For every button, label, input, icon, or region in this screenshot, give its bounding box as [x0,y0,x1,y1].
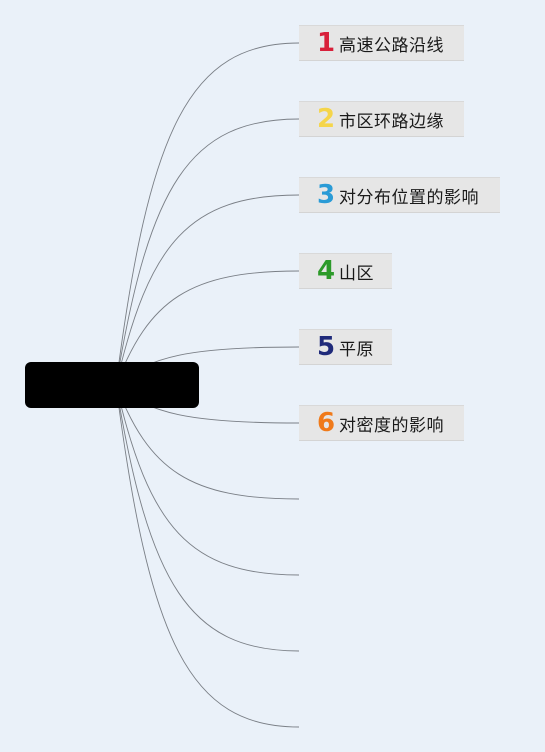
branch-label-1: 高速公路沿线 [339,35,444,56]
branch-node-1[interactable]: 1 高速公路沿线 [299,25,464,61]
branch-node-5[interactable]: 5 平原 [299,329,392,365]
connector-branch-4 [115,270,300,386]
root-topic-redacted[interactable] [25,362,199,408]
branch-label-6: 对密度的影响 [339,415,444,436]
number-6-icon: 6 [317,408,336,438]
branch-node-3[interactable]: 3 对分布位置的影响 [299,177,500,213]
number-3-icon: 3 [317,180,336,210]
connector-branch-1 [115,42,300,386]
branch-label-5: 平原 [339,339,374,360]
number-2-icon: 2 [317,104,336,134]
connector-branch-2 [115,118,300,386]
connector-empty-10 [115,384,300,728]
branch-label-3: 对分布位置的影响 [339,187,479,208]
number-1-icon: 1 [317,28,336,58]
connector-empty-8 [115,384,300,576]
branch-node-2[interactable]: 2 市区环路边缘 [299,101,464,137]
connector-empty-9 [115,384,300,652]
branch-label-2: 市区环路边缘 [339,111,444,132]
branch-label-4: 山区 [339,263,374,284]
number-5-icon: 5 [317,332,336,362]
branch-node-4[interactable]: 4 山区 [299,253,392,289]
connector-branch-3 [115,194,300,386]
connector-empty-7 [115,384,300,500]
number-4-icon: 4 [317,256,336,286]
branch-node-6[interactable]: 6 对密度的影响 [299,405,464,441]
